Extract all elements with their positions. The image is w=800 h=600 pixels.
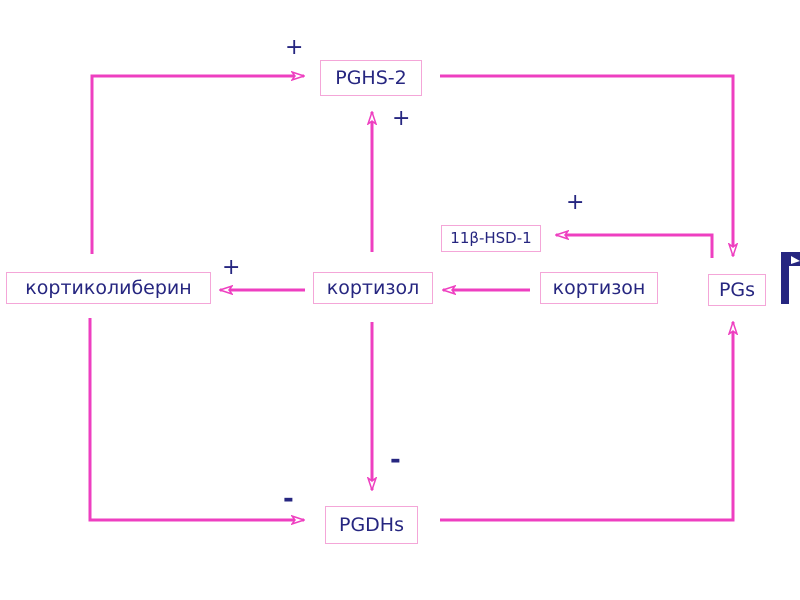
node-cortisone: кортизон <box>540 272 658 304</box>
arrow-crh-to-pghs2 <box>90 76 304 254</box>
arrow-crh-to-pgdhs <box>88 318 304 520</box>
sign-plus-pgs-to-hsd: + <box>566 190 585 215</box>
node-cortisol: кортизол <box>313 272 433 304</box>
sign-minus-crh-to-pgdhs: - <box>283 484 294 514</box>
node-pgdhs: PGDHs <box>325 506 418 544</box>
node-corticoliberin: кортиколиберин <box>6 272 211 304</box>
arrow-pghs2-to-pgs <box>440 74 733 256</box>
node-11b-hsd-1: 11β-HSD-1 <box>441 225 541 252</box>
arrow-pgdhs-to-pgs <box>440 322 733 522</box>
sign-plus-cortisol-to-pghs2: + <box>392 106 411 131</box>
sign-plus-crh-to-pghs2: + <box>285 35 304 60</box>
node-pgs: PGs <box>708 274 766 306</box>
arrow-pgs-to-hsd <box>556 235 714 258</box>
sign-plus-cortisol-to-crh: + <box>222 255 241 280</box>
sign-minus-cortisol-to-pgdhs: - <box>390 445 401 475</box>
node-pghs2: PGHS-2 <box>320 60 422 96</box>
flag-icon <box>781 252 800 304</box>
